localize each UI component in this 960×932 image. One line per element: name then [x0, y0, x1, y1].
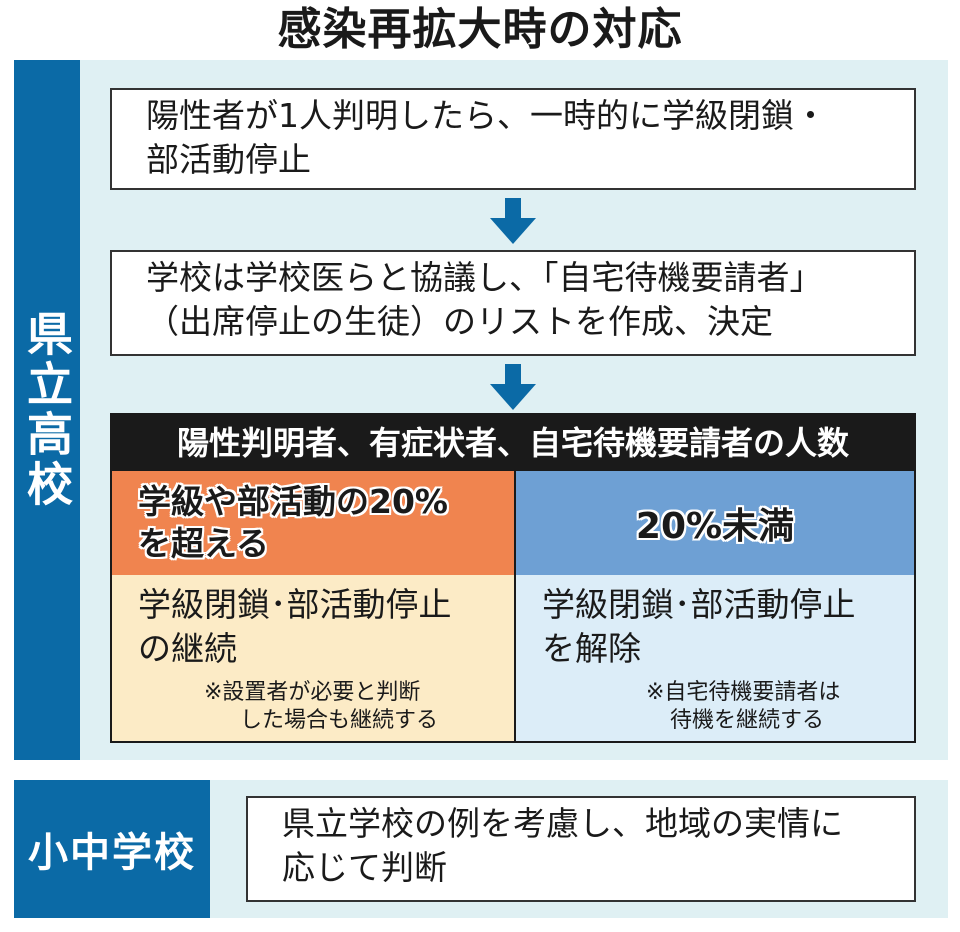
down-arrow-icon — [490, 198, 536, 244]
elementary-line1: 県立学校の例を考慮し、地域の実情に — [282, 804, 843, 843]
elementary-label: 小中学校 — [28, 830, 196, 876]
step2-line2: （出席停止の生徒）のリストを作成、決定 — [146, 302, 773, 341]
over-20-cell: 学級や部活動の20% を超える — [112, 471, 516, 575]
table-header: 陽性判明者、有症状者、自宅待機要請者の人数 — [112, 415, 914, 471]
under-result-note2: 待機を継続する — [670, 708, 825, 733]
step1-line1: 陽性者が1人判明したら、一時的に学級閉鎖・ — [146, 96, 827, 135]
table-divider — [514, 471, 516, 741]
under-result-cell: 学級閉鎖･部活動停止 を解除 ※自宅待機要請者は 待機を継続する — [516, 575, 914, 741]
over-result-note2: した場合も継続する — [240, 708, 439, 733]
elementary-box: 県立学校の例を考慮し、地域の実情に 応じて判断 — [246, 796, 916, 902]
under-20-label: 20%未満 — [635, 506, 795, 547]
step1-line2: 部活動停止 — [146, 140, 311, 179]
elementary-section: 小中学校 県立学校の例を考慮し、地域の実情に 応じて判断 — [14, 780, 948, 918]
step1-box: 陽性者が1人判明したら、一時的に学級閉鎖・ 部活動停止 — [110, 88, 916, 190]
elementary-line2: 応じて判断 — [282, 848, 447, 887]
under-20-cell: 20%未満 — [516, 471, 914, 575]
decision-table: 陽性判明者、有症状者、自宅待機要請者の人数 学級や部活動の20% を超える 20… — [110, 413, 916, 743]
elementary-label-bar: 小中学校 — [14, 780, 210, 918]
under-result-line1: 学級閉鎖･部活動停止 — [542, 585, 856, 624]
step2-box: 学校は学校医らと協議し、「自宅待機要請者」 （出席停止の生徒）のリストを作成、決… — [110, 250, 916, 356]
prefectural-label: 県立高校 — [20, 310, 74, 510]
diagram-title: 感染再拡大時の対応 — [277, 4, 683, 55]
over-result-line1: 学級閉鎖･部活動停止 — [138, 585, 452, 624]
over-result-cell: 学級閉鎖･部活動停止 の継続 ※設置者が必要と判断 した場合も継続する — [112, 575, 516, 741]
over-result-note1: ※設置者が必要と判断 — [204, 680, 421, 705]
prefectural-label-bar: 県立高校 — [14, 60, 80, 760]
under-result-line2: を解除 — [542, 629, 641, 668]
under-result-note1: ※自宅待機要請者は — [646, 680, 841, 705]
over-20-line1: 学級や部活動の20% — [138, 482, 448, 521]
step2-line1: 学校は学校医らと協議し、「自宅待機要請者」 — [146, 258, 823, 297]
prefectural-section: 県立高校 陽性者が1人判明したら、一時的に学級閉鎖・ 部活動停止 学校は学校医ら… — [14, 60, 948, 760]
over-20-line2: を超える — [138, 524, 270, 563]
over-result-line2: の継続 — [138, 629, 237, 668]
down-arrow-icon — [490, 364, 536, 410]
